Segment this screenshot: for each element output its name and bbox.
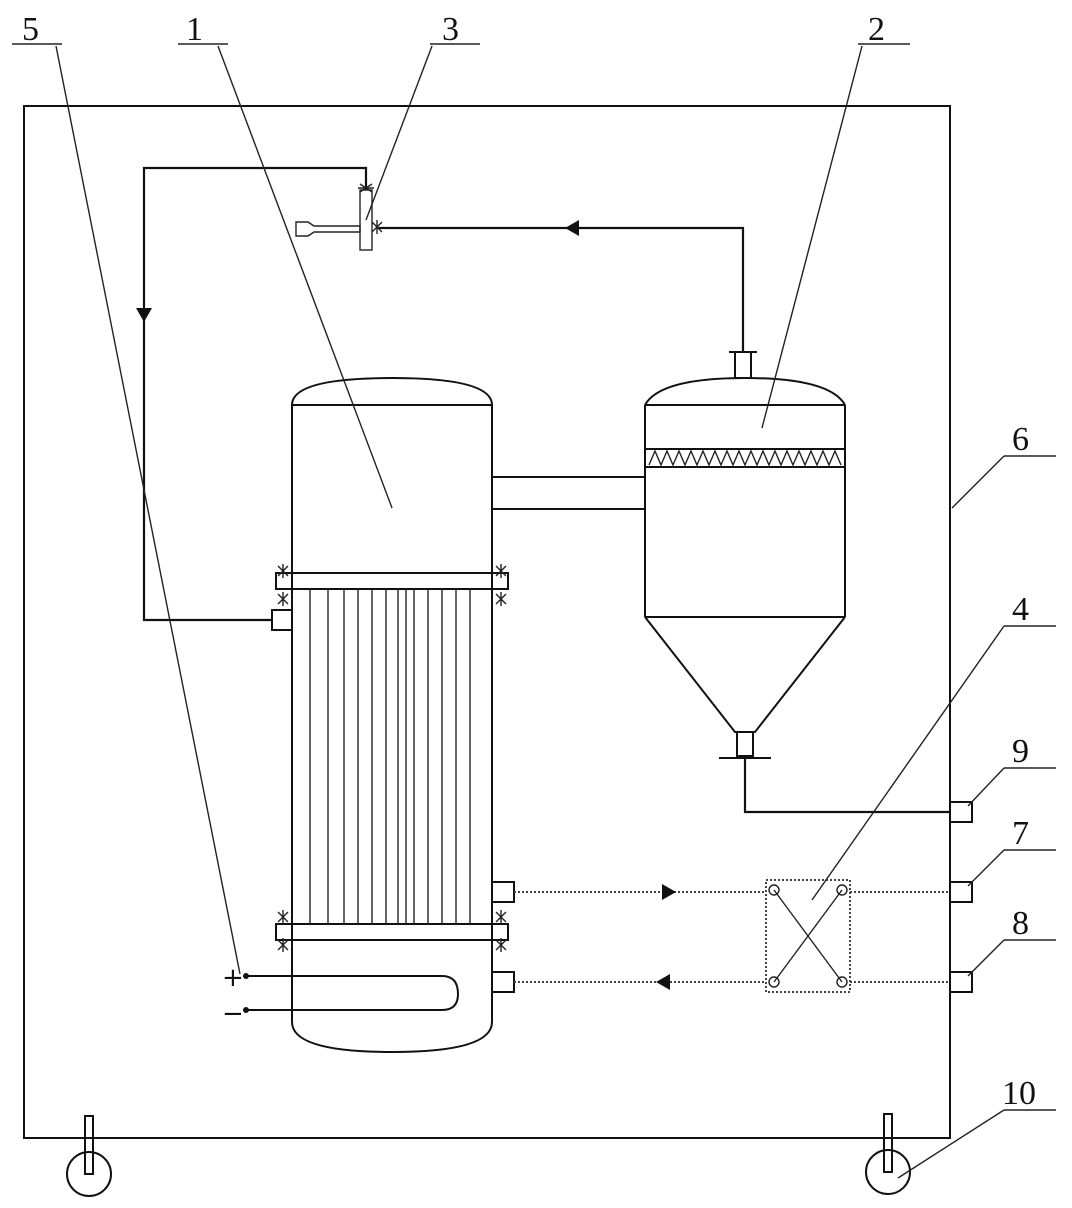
heat-exchanger — [765, 879, 851, 993]
electrode-heater: + − — [222, 963, 460, 1029]
gas-return-pipe — [136, 166, 745, 622]
label-2: 2 — [868, 11, 885, 48]
label-1: 1 — [186, 11, 203, 48]
label-3: 3 — [442, 11, 459, 48]
ejector — [295, 183, 383, 251]
label-5: 5 — [22, 11, 39, 48]
minus-sign: − — [222, 999, 244, 1029]
cabinet-frame — [23, 105, 951, 1139]
leader-lines — [12, 43, 1056, 1179]
label-9: 9 — [1012, 733, 1029, 770]
label-4: 4 — [1012, 591, 1029, 628]
tube-bundle — [309, 589, 471, 924]
separator-vessel — [644, 351, 846, 759]
connecting-duct — [492, 476, 645, 510]
label-6: 6 — [1012, 421, 1029, 458]
label-7: 7 — [1012, 815, 1029, 852]
wall-ports — [949, 801, 973, 993]
caster-wheels — [66, 1113, 911, 1197]
drain-pipe — [743, 758, 950, 814]
label-8: 8 — [1012, 905, 1029, 942]
circulation-pipes — [514, 884, 950, 990]
part-number-labels: 5 1 3 2 6 4 9 7 8 10 — [22, 11, 1036, 1112]
plus-sign: + — [222, 963, 244, 993]
flange-bolts — [277, 564, 507, 952]
label-10: 10 — [1002, 1075, 1036, 1112]
reactor-vessel — [271, 376, 515, 1054]
